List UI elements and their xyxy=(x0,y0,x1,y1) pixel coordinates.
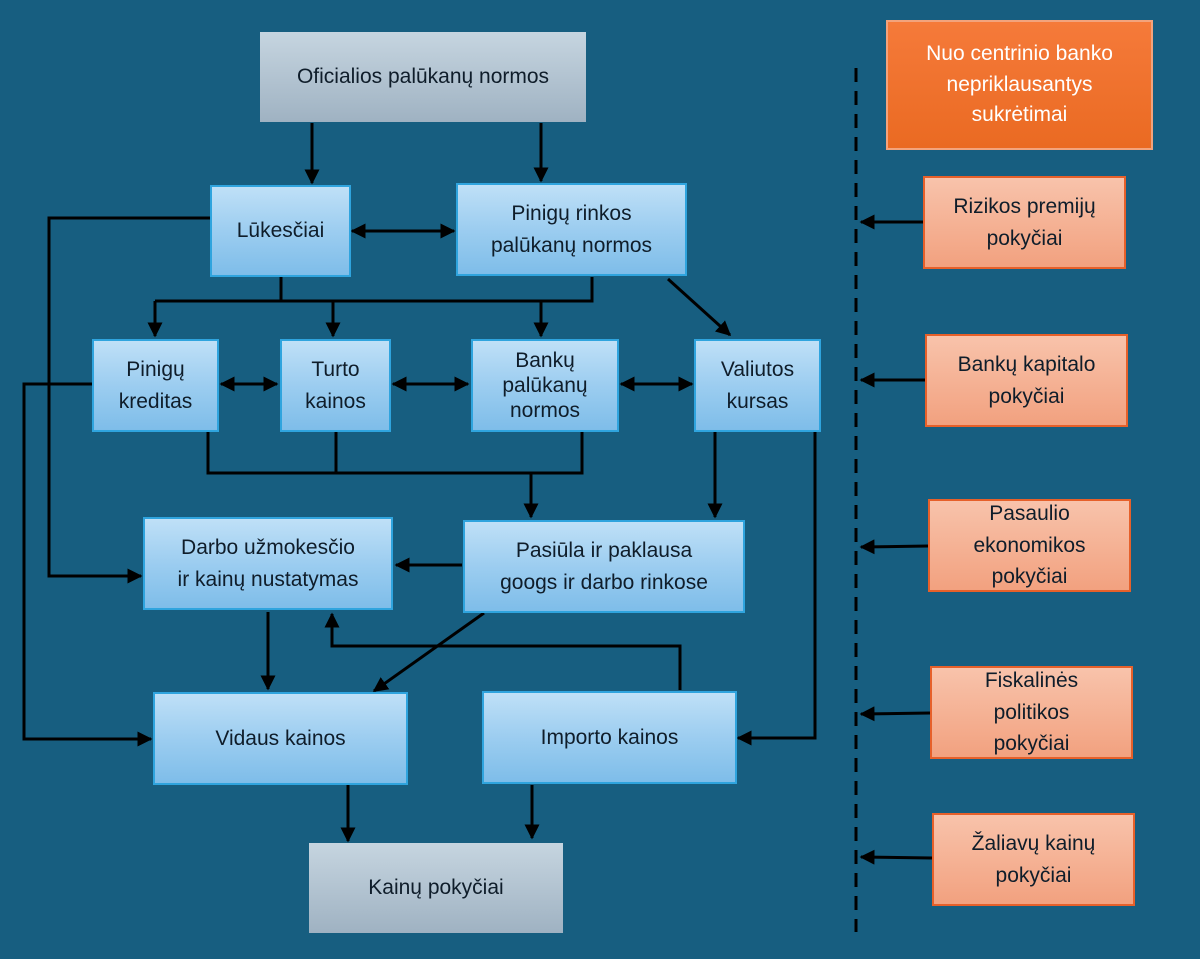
bus-lower xyxy=(206,431,584,475)
expectations-box: Lūkesčiai xyxy=(210,185,351,277)
arrow-supply-to-domestic xyxy=(372,611,485,693)
shock-commodity-prices-label: Žaliavų kainų pokyčiai xyxy=(971,832,1096,887)
shocks-header-box: Nuo centrinio banko nepriklausantys sukr… xyxy=(886,20,1153,150)
shock-risk-premium-label: Rizikos premijų pokyčiai xyxy=(953,195,1096,250)
domestic-prices-box: Vidaus kainos xyxy=(153,692,408,785)
asset-prices-label: Turto kainos xyxy=(305,358,366,413)
wage-price-setting-label: Darbo užmokesčio ir kainų nustatymas xyxy=(177,536,359,591)
arrow-expectations-to-wages xyxy=(47,216,210,584)
shock-world-economy-label: Pasaulio ekonomikos pokyčiai xyxy=(973,502,1086,589)
supply-demand-label: Pasiūla ir paklausa googs ir darbo rinko… xyxy=(500,539,708,594)
exchange-rate-label: Valiutos kursas xyxy=(720,358,795,413)
expectations-label: Lūkesčiai xyxy=(236,219,325,243)
money-credit-box: Pinigų kreditas xyxy=(92,339,219,432)
import-prices-box: Importo kainos xyxy=(482,691,737,784)
money-credit-label: Pinigų kreditas xyxy=(118,358,193,413)
arrow-credit-to-domestic xyxy=(22,382,153,747)
shock-commodity-prices-box: Žaliavų kainų pokyčiai xyxy=(932,813,1135,906)
bank-rates-box: Bankų palūkanų normos xyxy=(471,339,619,432)
price-changes-label: Kainų pokyčiai xyxy=(368,876,504,900)
arrow-market-to-exchange xyxy=(666,277,732,337)
import-prices-label: Importo kainos xyxy=(540,725,679,749)
shocks-header-label: Nuo centrinio banko nepriklausantys sukr… xyxy=(926,42,1113,127)
shock-fiscal-policy-label: Fiskalinės politikos pokyčiai xyxy=(984,669,1079,756)
arrow-shock-commodity xyxy=(859,849,933,865)
shock-bank-capital-label: Bankų kapitalo pokyčiai xyxy=(957,353,1096,408)
arrow-shock-world xyxy=(859,539,929,555)
arrow-shock-fiscal xyxy=(859,706,931,722)
bus-upper xyxy=(279,277,594,303)
official-rates-label: Oficialios palūkanų normos xyxy=(296,65,550,89)
shock-fiscal-policy-box: Fiskalinės politikos pokyčiai xyxy=(930,666,1133,759)
bank-rates-label: Bankų palūkanų normos xyxy=(502,348,588,423)
price-changes-box: Kainų pokyčiai xyxy=(309,843,563,933)
arrow-exchange-to-import xyxy=(736,431,817,746)
supply-demand-box: Pasiūla ir paklausa googs ir darbo rinko… xyxy=(463,520,745,613)
money-market-rates-label: Pinigų rinkos palūkanų normos xyxy=(490,202,653,257)
shock-world-economy-box: Pasaulio ekonomikos pokyčiai xyxy=(928,499,1131,592)
domestic-prices-label: Vidaus kainos xyxy=(215,726,346,750)
wage-price-setting-box: Darbo užmokesčio ir kainų nustatymas xyxy=(143,517,393,610)
asset-prices-box: Turto kainos xyxy=(280,339,391,432)
arrow-import-to-wages xyxy=(324,612,682,690)
shock-bank-capital-box: Bankų kapitalo pokyčiai xyxy=(925,334,1128,427)
money-market-rates-box: Pinigų rinkos palūkanų normos xyxy=(456,183,687,276)
shock-risk-premium-box: Rizikos premijų pokyčiai xyxy=(923,176,1126,269)
exchange-rate-box: Valiutos kursas xyxy=(694,339,821,432)
official-rates-box: Oficialios palūkanų normos xyxy=(260,32,586,122)
